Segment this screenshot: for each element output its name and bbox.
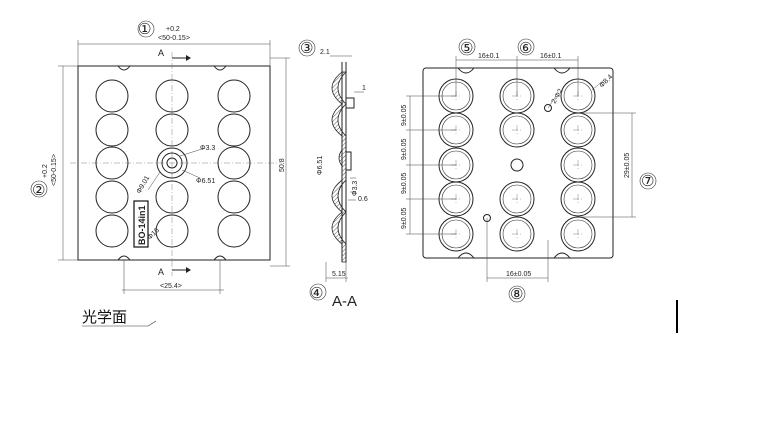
front-lens (95, 146, 129, 180)
back-lens-outer (560, 181, 596, 217)
back-lens-inner (502, 184, 532, 214)
front-lens (155, 180, 189, 214)
front-bottom-dim: <25.4> (160, 283, 182, 290)
front-lens (155, 113, 189, 147)
front-lens (155, 79, 189, 113)
section-gap: 0.6 (358, 196, 368, 203)
callout-2: ② (32, 182, 45, 199)
center-ring-mid (161, 152, 183, 174)
back-lens-outer (499, 112, 535, 148)
center-hole (510, 158, 524, 172)
callout-5: ⑤ (460, 40, 473, 57)
section-side-dim: 1 (362, 85, 366, 92)
callout-1: ① (138, 21, 151, 38)
back-spacing-right: 16±0.1 (540, 53, 561, 60)
section-view (325, 55, 364, 282)
back-lens-inner (563, 115, 593, 145)
back-view (406, 56, 636, 282)
back-spacing-left: 16±0.1 (478, 53, 499, 60)
front-view (58, 40, 290, 294)
back-pitch-1: 9±0.05 (401, 105, 408, 126)
callout-8: ⑧ (510, 286, 523, 303)
front-lens (217, 214, 251, 248)
back-lens-outer (499, 181, 535, 217)
front-dia-inner: Φ3.3 (200, 145, 215, 152)
front-width-tol: +0.2 (166, 26, 180, 33)
callout-4: ④ (310, 285, 323, 302)
back-lens-outer (499, 216, 535, 252)
back-lens-inner (502, 219, 532, 249)
model-mark-box (133, 200, 149, 248)
front-dia-outer: Φ6.51 (196, 178, 215, 185)
front-lens-grid (95, 79, 251, 248)
back-lens-inner (563, 150, 593, 180)
callout-6: ⑥ (519, 40, 532, 57)
back-bottom-span: 16±0.05 (506, 271, 531, 278)
model-mark: BO-14in1 (137, 205, 147, 245)
section-bottom-dim: 5.15 (332, 271, 346, 278)
back-pitch-2: 9±0.05 (401, 139, 408, 160)
front-height-dim: <50-0.15> (51, 154, 58, 186)
front-dia-ring: Φ9.01 (136, 175, 152, 195)
pin-hole-top (544, 104, 552, 112)
front-lens (217, 79, 251, 113)
back-pitch-3: 9±0.05 (401, 173, 408, 194)
front-lens (155, 214, 189, 248)
front-height-tol: +0.2 (42, 164, 49, 178)
center-ring-inner (166, 157, 178, 169)
section-top-dim: 2.1 (320, 49, 330, 56)
section-label-bottom: A (158, 267, 164, 277)
front-lens (95, 113, 129, 147)
section-label-top: A (158, 48, 164, 58)
back-lens-inner (563, 184, 593, 214)
front-lens (95, 180, 129, 214)
back-vertical-span: 29±0.05 (624, 153, 631, 178)
back-lens-grid (438, 78, 596, 252)
back-pitch-4: 9±0.05 (401, 208, 408, 229)
front-width-dim: <50-0.15> (158, 35, 190, 42)
front-lens (217, 113, 251, 147)
front-lens (217, 180, 251, 214)
callout-7: ⑦ (641, 173, 654, 190)
text-cursor (676, 300, 678, 333)
front-lens (95, 214, 129, 248)
back-lens-inner (502, 115, 532, 145)
section-dia-b: Φ3.3 (352, 181, 359, 196)
section-label: A-A (332, 293, 357, 310)
front-lens (217, 146, 251, 180)
front-height-overall: 50.8 (279, 158, 286, 172)
section-lens-profile (331, 71, 347, 263)
back-lens-dia: Φ8.4 (598, 74, 614, 90)
callout-3: ③ (300, 40, 313, 57)
back-lens-inner (563, 219, 593, 249)
back-plate-outline (422, 67, 614, 259)
optical-face-label: 光学面 (82, 308, 127, 326)
front-lens (95, 79, 129, 113)
center-ring-outer (156, 147, 188, 179)
section-dia-a: Φ6.51 (317, 156, 324, 175)
